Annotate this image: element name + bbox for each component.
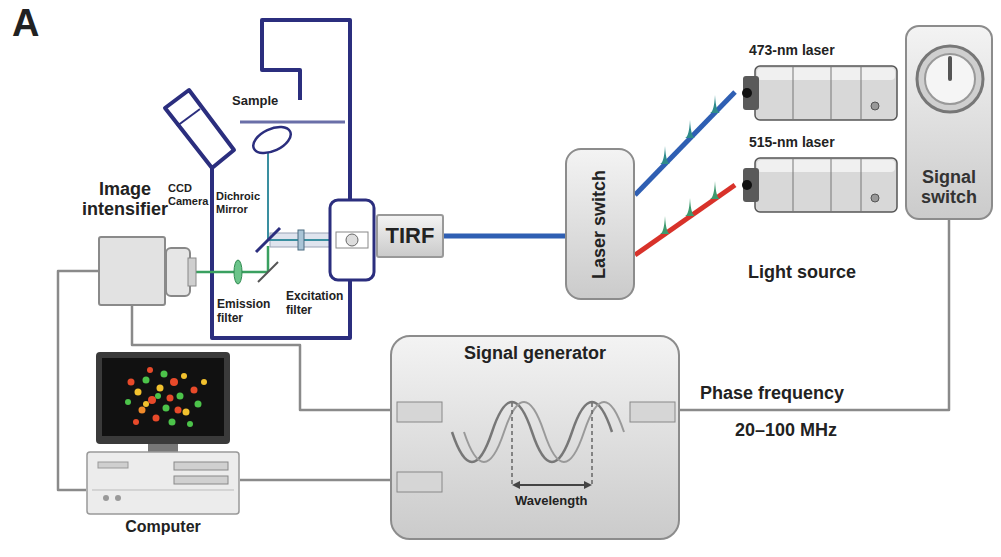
laser-beam [635,185,735,255]
laser-unit: 473-nm laser [735,40,903,130]
signal-cable [240,479,390,482]
part-label: Emission filter [217,298,277,326]
tirf-box: TIRF [376,214,444,258]
laser-pulses [660,95,720,234]
device-label: Image intensifier [70,180,180,220]
laser-switch-box: Laser switch [565,148,635,300]
ccd-camera [166,248,196,296]
signal-label: 20–100 MHz [735,420,837,441]
microscope [165,20,374,338]
panel-letter: A [12,2,39,46]
computer: Computer [86,352,240,540]
laser-label: 473-nm laser [749,42,835,58]
group-label: Light source [748,262,856,283]
device-label: Laser switch [590,169,611,278]
part-label: Dichroic Mirror [216,190,266,215]
waveform [392,337,682,542]
device-label: Signal switch [907,167,991,208]
device-label: TIRF [386,223,435,249]
laser-beam [444,234,565,239]
signal-label: Phase frequency [700,383,844,404]
device-label: Signal generator [392,343,678,364]
part-label: Sample [232,94,278,109]
signal-cable [680,220,949,410]
axis-label: Wavelength [515,493,587,508]
device-label: Computer [86,518,240,536]
part-label: Excitation filter [286,290,348,318]
signal-generator-box: Signal generatorWavelength [390,335,680,540]
computer-illustration [86,352,240,540]
part-label: CCD Camera [168,182,212,207]
laser-beam [635,92,735,195]
laser-label: 515-nm laser [749,134,835,150]
laser-unit: 515-nm laser [735,132,903,220]
intensifier-box: Image intensifier [98,236,166,306]
signal-switch-box: Signal switch [905,25,993,220]
